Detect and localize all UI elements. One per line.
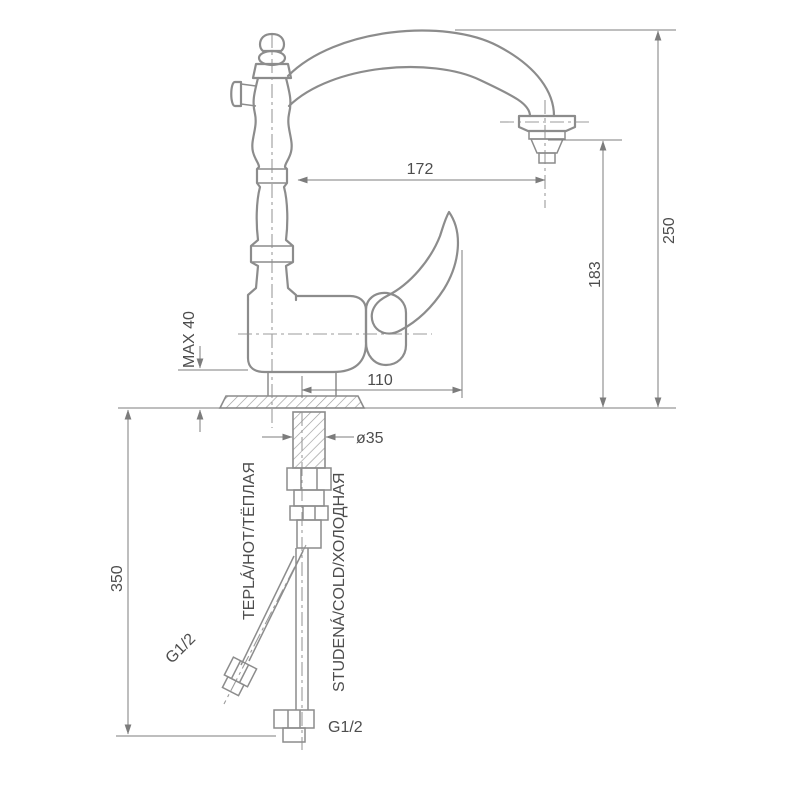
dim-text-spout-reach: 172 [407, 161, 434, 178]
dim-text-outlet-height: 183 [587, 261, 604, 288]
spout-inner-curve [287, 66, 532, 118]
hot-hose-edge [240, 555, 295, 666]
cartridge-cap [364, 291, 408, 367]
aerator-flange [517, 114, 577, 133]
aerator-mid [528, 130, 566, 140]
aerator-nozzle [538, 152, 556, 164]
hot-hose-edge [248, 550, 304, 662]
cold-hose-tail [282, 727, 306, 743]
dimension-lines [124, 30, 662, 735]
cold-hose-nut [273, 709, 315, 729]
hose-nut [289, 505, 329, 521]
dimension-labels: 172 250 183 110 MAX 40 ø35 350 G1/2 G1/2… [109, 161, 678, 736]
nut-facet [238, 664, 250, 683]
spout-outer-curve [286, 29, 556, 118]
finial-knob [258, 32, 286, 53]
hot-hose-fitting [221, 656, 258, 697]
lever-handle [370, 210, 459, 335]
label-hot-supply: TEPLÁ/HOT/ТЁПЛАЯ [239, 462, 258, 620]
label-side-thread: G1/2 [163, 630, 200, 667]
aerator-taper [529, 138, 565, 154]
mixer-body [246, 294, 368, 374]
hot-hose-tail [221, 675, 245, 697]
mounting-nut [286, 467, 332, 491]
dim-text-hole-diameter: ø35 [356, 430, 384, 447]
dim-text-hose-length: 350 [109, 565, 126, 592]
column-outline [246, 76, 298, 302]
nut-facet [230, 660, 242, 679]
hose-crimp [296, 519, 322, 549]
hose-coupling [293, 489, 325, 507]
side-screw-knob [230, 80, 243, 108]
label-cold-supply: STUDENÁ/COLD/ХОЛОДНАЯ [329, 473, 348, 692]
dim-text-body-projection: 110 [367, 372, 393, 389]
threaded-shank [292, 411, 326, 469]
centerlines [223, 34, 592, 750]
dim-text-overall-height: 250 [661, 217, 678, 244]
dim-text-max-deck: MAX 40 [181, 311, 198, 368]
finial-collar [251, 62, 293, 80]
label-bottom-thread: G1/2 [328, 719, 363, 736]
extension-lines [116, 29, 676, 737]
faucet-outline [218, 29, 577, 743]
deck-plate [218, 395, 366, 409]
